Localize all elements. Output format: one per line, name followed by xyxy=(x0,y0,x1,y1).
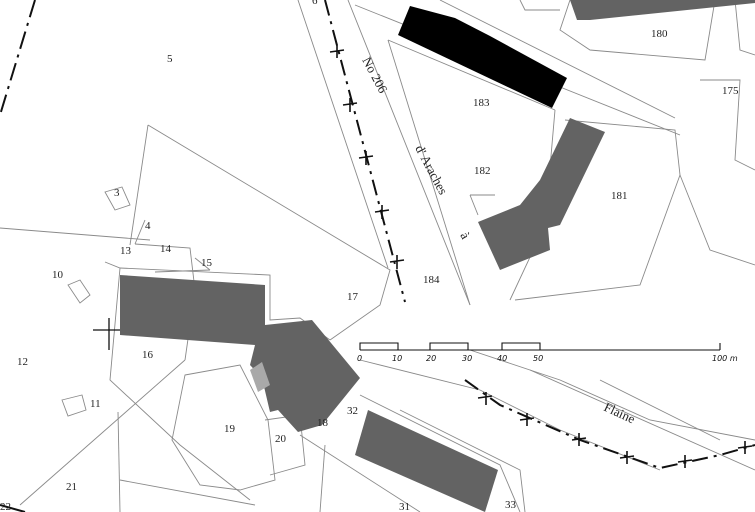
building-black xyxy=(398,6,567,108)
building-31 xyxy=(355,410,498,512)
road-flaine: Flaine xyxy=(602,399,638,426)
parcel-33: 33 xyxy=(505,499,517,511)
scale-tick-40: 40 xyxy=(497,354,507,363)
scale-tick-20: 20 xyxy=(426,354,436,363)
parcel-12: 12 xyxy=(17,356,28,368)
parcel-13: 13 xyxy=(120,245,132,257)
parcel-20: 20 xyxy=(275,433,287,445)
parcel-32: 32 xyxy=(347,405,358,417)
building-main xyxy=(120,275,360,432)
parcel-184: 184 xyxy=(423,274,440,286)
parcel-4: 4 xyxy=(145,220,151,232)
parcel-181: 181 xyxy=(611,190,628,202)
scale-tick-50: 50 xyxy=(533,354,543,363)
parcel-3: 3 xyxy=(114,187,120,199)
scale-tick-30: 30 xyxy=(462,354,472,363)
parcel-22: 22 xyxy=(0,501,11,512)
parcel-18: 18 xyxy=(317,417,329,429)
road-no206: No 206 xyxy=(359,54,391,96)
parcel-31: 31 xyxy=(399,501,410,512)
parcel-15: 15 xyxy=(201,257,213,269)
parcel-175: 175 xyxy=(722,85,739,97)
scale-tick-10: 10 xyxy=(392,354,402,363)
road-a: à xyxy=(457,229,473,241)
scale-tick-0: 0 xyxy=(357,354,362,363)
parcel-5: 5 xyxy=(167,53,173,65)
parcel-10: 10 xyxy=(52,269,64,281)
scale-bar xyxy=(359,342,721,351)
buildings xyxy=(120,0,755,512)
parcel-17: 17 xyxy=(347,291,359,303)
road-daraches: d' Araches xyxy=(412,142,451,197)
parcel-21: 21 xyxy=(66,481,77,493)
parcel-19: 19 xyxy=(224,423,236,435)
building-181 xyxy=(478,118,605,270)
parcel-183: 183 xyxy=(473,97,490,109)
parcel-labels: 6 5 3 4 13 14 15 10 12 16 17 11 19 20 18… xyxy=(0,0,739,512)
boundary-cross-marks xyxy=(93,45,753,468)
parcel-6: 6 xyxy=(312,0,318,7)
scale-tick-100m: 100 m xyxy=(712,354,738,363)
parcel-11: 11 xyxy=(90,398,101,410)
building-annex-light xyxy=(250,362,270,392)
parcel-14: 14 xyxy=(160,243,172,255)
parcel-180: 180 xyxy=(651,28,668,40)
parcel-16: 16 xyxy=(142,349,154,361)
scale-bar-labels: 0 10 20 30 40 50 100 m xyxy=(357,354,738,363)
parcel-182: 182 xyxy=(474,165,491,177)
building-180 xyxy=(570,0,755,20)
